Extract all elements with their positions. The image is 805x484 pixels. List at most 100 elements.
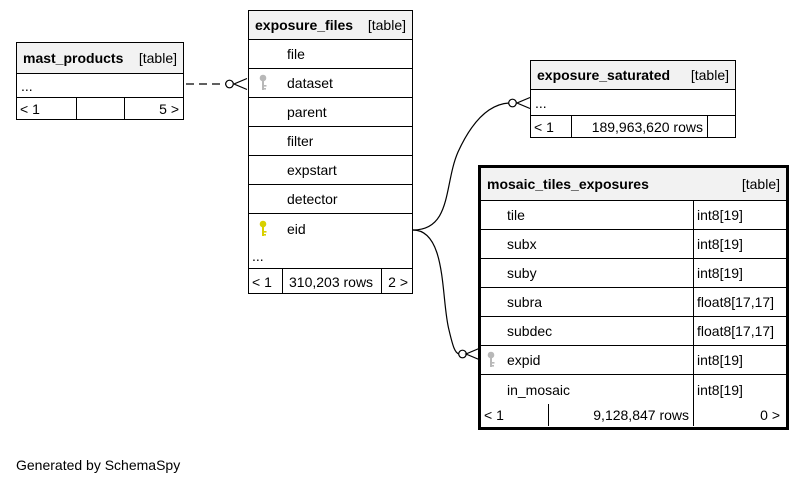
column-name: dataset [287, 75, 333, 91]
column-row-eid[interactable]: eid [249, 214, 412, 243]
table-header[interactable]: mast_products [table] [17, 43, 183, 74]
column-type: float8[17,17] [693, 317, 786, 345]
key-slot [481, 317, 501, 345]
column-row-expid[interactable]: expid int8[19] [481, 346, 786, 375]
key-slot [249, 156, 277, 184]
column-row-tile[interactable]: tile int8[19] [481, 201, 786, 230]
column-row-expstart[interactable]: expstart [249, 156, 412, 185]
table-header[interactable]: mosaic_tiles_exposures [table] [481, 168, 786, 201]
table-mosaic-tiles-exposures[interactable]: mosaic_tiles_exposures [table] tile int8[… [478, 165, 789, 430]
nav-left[interactable]: < 1 [484, 407, 504, 423]
nav-row-count: 9,128,847 rows [548, 404, 693, 426]
column-type: int8[19] [693, 375, 786, 404]
nav-right[interactable]: 2 > [381, 269, 412, 294]
column-name: expstart [287, 162, 337, 178]
nav-row-count: 189,963,620 rows [571, 116, 707, 137]
table-type-label: [table] [741, 176, 780, 192]
column-name: in_mosaic [507, 381, 571, 398]
nav-left[interactable]: < 1 [252, 273, 272, 290]
nav-row: < 1 310,203 rows 2 > [249, 269, 412, 294]
column-name-cell: subra [481, 288, 693, 316]
column-name-cell: tile [481, 201, 693, 229]
generated-by-footer: Generated by SchemaSpy [16, 457, 181, 473]
column-type: float8[17,17] [693, 288, 786, 316]
nav-left[interactable]: < 1 [20, 100, 40, 117]
column-row-suby[interactable]: suby int8[19] [481, 259, 786, 288]
column-name-cell: expid [481, 346, 693, 374]
column-row-subdec[interactable]: subdec float8[17,17] [481, 317, 786, 346]
ellipsis-text: ... [252, 247, 264, 264]
column-type: int8[19] [693, 201, 786, 229]
key-slot [481, 375, 501, 404]
nav-row: < 1 9,128,847 rows 0 > [481, 404, 786, 426]
table-type-label: [table] [138, 50, 177, 66]
key-slot [249, 40, 277, 68]
ellipsis-row: ... [249, 243, 412, 269]
foreign-key-icon [481, 346, 501, 374]
column-list: file dataset parent filter expstart detector e… [249, 40, 412, 243]
column-row-in_mosaic[interactable]: in_mosaic int8[19] [481, 375, 786, 404]
column-name: suby [507, 265, 537, 281]
column-name-cell: suby [481, 259, 693, 287]
table-header[interactable]: exposure_files [table] [249, 11, 412, 40]
column-row-file[interactable]: file [249, 40, 412, 69]
key-slot [249, 98, 277, 126]
column-name: detector [287, 191, 338, 207]
ellipsis-text: ... [535, 94, 547, 111]
key-slot [481, 288, 501, 316]
relation-exposure-files-to-mosaic-tiles-exposures [412, 229, 480, 361]
nav-row: < 1 5 > [17, 98, 183, 119]
table-mast-products[interactable]: mast_products [table] ... < 1 5 > [16, 42, 184, 120]
nav-right [707, 116, 735, 137]
table-name: mosaic_tiles_exposures [487, 176, 649, 192]
column-name: subra [507, 294, 543, 310]
nav-row-count: 310,203 rows [282, 269, 381, 294]
column-name: filter [287, 133, 314, 149]
column-name: subx [507, 236, 537, 252]
key-slot [249, 185, 277, 213]
table-header[interactable]: exposure_saturated [table] [531, 61, 735, 90]
key-slot [481, 201, 501, 229]
key-slot [249, 127, 277, 155]
column-row-subx[interactable]: subx int8[19] [481, 230, 786, 259]
column-name: expid [507, 352, 541, 368]
primary-key-icon [249, 214, 277, 243]
column-row-detector[interactable]: detector [249, 185, 412, 214]
column-row-filter[interactable]: filter [249, 127, 412, 156]
table-type-label: [table] [690, 67, 729, 83]
column-name: file [287, 46, 305, 62]
column-type: int8[19] [693, 230, 786, 258]
column-name: subdec [507, 323, 553, 339]
column-type: int8[19] [693, 346, 786, 374]
relation-mast-products-to-exposure-files [186, 77, 248, 91]
nav-right[interactable]: 5 > [124, 98, 183, 119]
nav-right[interactable]: 0 > [693, 404, 786, 426]
table-exposure-files[interactable]: exposure_files [table] file dataset parent… [248, 10, 413, 294]
table-name: mast_products [23, 50, 124, 66]
table-exposure-saturated[interactable]: exposure_saturated [table] ... < 1 189,9… [530, 60, 736, 138]
column-type: int8[19] [693, 259, 786, 287]
nav-row: < 1 189,963,620 rows [531, 116, 735, 137]
table-name: exposure_saturated [537, 67, 671, 83]
ellipsis-text: ... [21, 77, 33, 94]
table-name: exposure_files [255, 17, 354, 33]
ellipsis-row: ... [17, 74, 183, 98]
key-slot [481, 259, 501, 287]
column-name-cell: subx [481, 230, 693, 258]
key-slot [481, 230, 501, 258]
table-type-label: [table] [367, 17, 406, 33]
nav-middle [76, 98, 124, 119]
column-name-cell: subdec [481, 317, 693, 345]
foreign-key-icon [249, 69, 277, 97]
column-name-cell: in_mosaic [481, 375, 693, 404]
column-row-parent[interactable]: parent [249, 98, 412, 127]
column-name: eid [287, 220, 306, 237]
column-name: parent [287, 104, 327, 120]
ellipsis-row: ... [531, 90, 735, 116]
column-name: tile [507, 207, 525, 223]
column-row-dataset[interactable]: dataset [249, 69, 412, 98]
nav-left[interactable]: < 1 [534, 118, 554, 135]
column-row-subra[interactable]: subra float8[17,17] [481, 288, 786, 317]
